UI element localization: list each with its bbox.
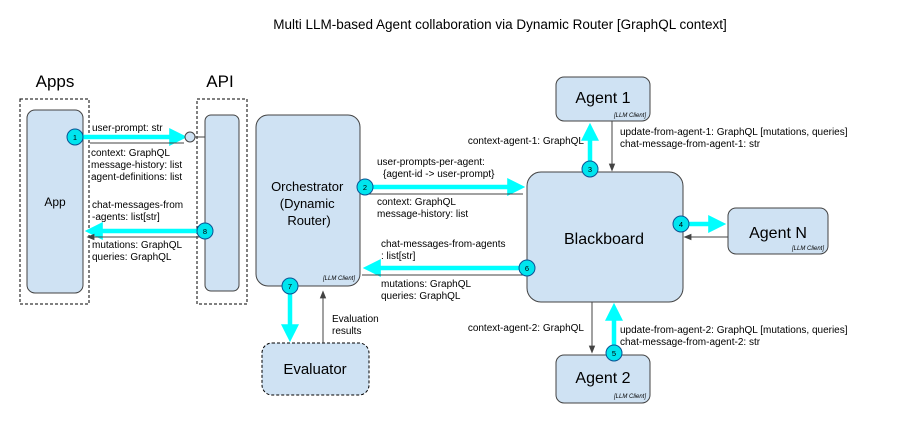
step-6-number: 6 [525, 264, 529, 273]
orchestrator-node [255, 114, 361, 287]
api-group-label: API [206, 72, 233, 91]
label-context-agent1: context-agent-1: GraphQL [468, 136, 585, 147]
agent2-llm-client: [LLM Client] [613, 394, 646, 400]
agentN-llm-client: [LLM Client] [791, 246, 824, 252]
label-update-agent2: update-from-agent-2: GraphQL [mutations,… [620, 325, 850, 348]
label-orch-return-line-1: mutations: GraphQL [381, 279, 471, 290]
label-update-agent2-line-2: chat-message-from-agent-2: str [620, 337, 761, 348]
diagram-title: Multi LLM-based Agent collaboration via … [273, 17, 726, 32]
label-app-return-line-1: mutations: GraphQL [92, 240, 182, 251]
label-app-context: context: GraphQL message-history: list a… [91, 148, 185, 183]
label-evaluation-results: Evaluation results [332, 314, 381, 337]
label-user-prompts-per-agent-line-1: user-prompts-per-agent: [377, 157, 485, 168]
step-2-number: 2 [363, 183, 367, 192]
label-user-prompts-per-agent-line-2: {agent-id -> user-prompt} [383, 169, 495, 180]
agentN-label: Agent N [749, 225, 807, 242]
app-node [26, 109, 84, 294]
label-chat-from-agents-app-line-1: chat-messages-from [92, 200, 183, 211]
orchestrator-label-line-2: (Dynamic [280, 196, 335, 211]
label-app-return: mutations: GraphQL queries: GraphQL [92, 240, 184, 263]
agent2-node [555, 354, 651, 404]
label-app-context-line-2: message-history: list [91, 160, 182, 171]
agent1-llm-client: [LLM Client] [613, 113, 646, 119]
api-node [204, 114, 240, 292]
label-update-agent1-line-2: chat-message-from-agent-1: str [620, 139, 761, 150]
step-4-number: 4 [679, 220, 683, 229]
label-orch-return: mutations: GraphQL queries: GraphQL [381, 279, 473, 302]
blackboard-label: Blackboard [564, 231, 644, 248]
label-chat-from-agents-orch-line-1: chat-messages-from-agents [381, 239, 506, 250]
label-update-agent1-line-1: update-from-agent-1: GraphQL [mutations,… [620, 127, 848, 138]
step-8-number: 8 [203, 227, 207, 236]
label-update-agent1: update-from-agent-1: GraphQL [mutations,… [620, 127, 850, 150]
app-node-label: App [44, 195, 66, 209]
label-orch-context: context: GraphQL message-history: list [377, 197, 468, 220]
step-4-marker: 4 [672, 215, 690, 233]
blackboard-node [526, 171, 684, 303]
label-orch-context-line-1: context: GraphQL [377, 197, 456, 208]
step-2-marker: 2 [356, 178, 374, 196]
orchestrator-label-line-3: Router) [287, 213, 330, 228]
step-3-marker: 3 [581, 160, 599, 178]
label-app-return-line-2: queries: GraphQL [92, 252, 172, 263]
label-user-prompts-per-agent: user-prompts-per-agent: {agent-id -> use… [377, 157, 495, 180]
label-chat-from-agents-orch: chat-messages-from-agents : list[str] [381, 239, 508, 262]
step-1-marker: 1 [66, 128, 84, 146]
api-endpoint-circle [184, 131, 196, 143]
label-user-prompt: user-prompt: str [92, 123, 163, 134]
step-1-number: 1 [73, 133, 77, 142]
label-chat-from-agents-orch-line-2: : list[str] [381, 251, 416, 262]
label-orch-return-line-2: queries: GraphQL [381, 291, 461, 302]
step-7-marker: 7 [281, 277, 299, 295]
label-evaluation-results-line-2: results [332, 326, 361, 337]
agent2-label: Agent 2 [575, 370, 630, 387]
label-context-agent2: context-agent-2: GraphQL [468, 323, 585, 334]
label-app-context-line-3: agent-definitions: list [91, 172, 182, 183]
step-6-marker: 6 [518, 259, 536, 277]
orchestrator-label: Orchestrator (Dynamic Router) [271, 179, 347, 228]
label-evaluation-results-line-1: Evaluation [332, 314, 379, 325]
label-orch-context-line-2: message-history: list [377, 209, 468, 220]
step-7-number: 7 [288, 282, 292, 291]
label-update-agent2-line-1: update-from-agent-2: GraphQL [mutations,… [620, 325, 848, 336]
agentN-node [727, 207, 829, 255]
agent1-node [555, 76, 651, 122]
agent1-label: Agent 1 [575, 90, 630, 107]
apps-group-label: Apps [36, 72, 75, 91]
label-chat-from-agents-app: chat-messages-from -agents: list[str] [92, 200, 186, 223]
orchestrator-label-line-1: Orchestrator [271, 179, 344, 194]
step-5-number: 5 [612, 349, 616, 358]
step-3-number: 3 [588, 165, 592, 174]
label-chat-from-agents-app-line-2: -agents: list[str] [92, 212, 160, 223]
evaluator-label: Evaluator [283, 361, 346, 378]
apps-group-border [19, 98, 90, 305]
api-group-border [196, 98, 248, 305]
evaluator-node [261, 342, 370, 396]
label-app-context-line-1: context: GraphQL [91, 148, 170, 159]
orchestrator-llm-client: [LLM Client] [322, 276, 355, 282]
step-5-marker: 5 [605, 344, 623, 362]
step-8-marker: 8 [196, 222, 214, 240]
